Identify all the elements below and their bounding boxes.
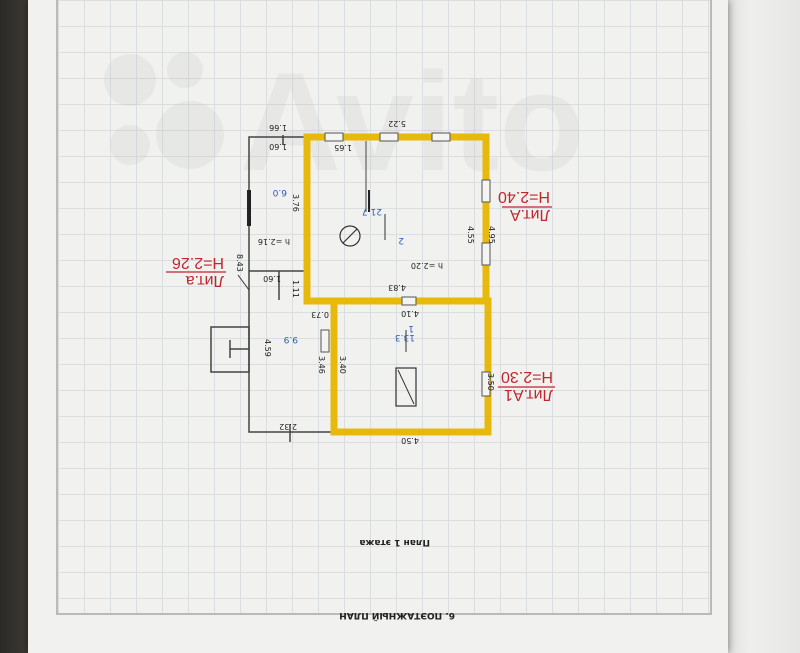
dim-1-66: 1.66 <box>269 123 287 132</box>
svg-text:Н=2.30: Н=2.30 <box>501 368 553 385</box>
bath-symbol <box>395 367 417 407</box>
dim-4-59: 4.59 <box>263 339 272 357</box>
room-a1-height: h =2.16 <box>258 237 290 246</box>
svg-text:Лит.А1: Лит.А1 <box>504 386 553 403</box>
stove-symbol <box>339 225 361 247</box>
dim-4-10: 4.10 <box>401 309 419 318</box>
lit-a-label: Лит.а Н=2.26 <box>166 254 226 289</box>
dim-1-60-mid: 1.60 <box>263 274 281 283</box>
dim-3-76: 3.76 <box>291 194 300 212</box>
paper-edge-right <box>716 0 800 653</box>
grid-background <box>56 0 712 615</box>
room-a2-area: 9.9 <box>283 334 298 344</box>
dim-1-60-top: 1.60 <box>269 142 287 151</box>
dim-4-55: 4.55 <box>466 226 475 244</box>
svg-text:Н=2.40: Н=2.40 <box>498 188 550 205</box>
dim-3-40: 3.40 <box>338 356 347 374</box>
dim-2-32: 2.32 <box>279 422 297 431</box>
dim-3-46: 3.46 <box>317 356 326 374</box>
svg-text:Лит.А: Лит.А <box>510 206 550 223</box>
lit-a-outline <box>210 135 334 442</box>
dim-1-11: 1.11 <box>291 280 300 298</box>
lit-A-label: Лит.А Н=2.40 <box>498 188 552 223</box>
lit-A1-label: Лит.А1 Н=2.30 <box>498 368 555 403</box>
dim-5-22: 5.22 <box>388 119 406 128</box>
room2-height: h =2.20 <box>411 261 443 270</box>
room2-number: 2 <box>398 235 404 245</box>
lit-A-walls <box>303 133 490 305</box>
windows <box>320 132 491 397</box>
room-fraction-lines <box>384 214 407 352</box>
dim-3-50: 3.50 <box>486 373 495 391</box>
dim-8-43: 8.43 <box>235 254 244 272</box>
room1-area: 13.3 <box>395 332 415 342</box>
lit-A1-walls <box>307 297 492 436</box>
plan-caption: План 1 этажа <box>359 537 430 547</box>
dim-0-73: 0.73 <box>311 310 329 319</box>
section-title: 6. ПОЭТАЖНЫЙ ПЛАН <box>339 610 455 622</box>
dimension-labels: 1.66 1.60 1.65 5.22 3.76 4.55 4.95 8.43 … <box>235 119 496 445</box>
svg-text:Лит.а: Лит.а <box>186 272 224 289</box>
svg-text:Н=2.26: Н=2.26 <box>172 254 224 271</box>
room2-area: 21.7 <box>362 206 382 216</box>
dim-4-83: 4.83 <box>388 283 406 292</box>
dim-4-95: 4.95 <box>487 226 496 244</box>
room1-number: 1 <box>408 323 414 333</box>
dim-1-65: 1.65 <box>334 143 352 152</box>
lit-a-leader-line <box>237 274 250 291</box>
room-a1-area: 6.0 <box>272 187 287 197</box>
dim-4-50: 4.50 <box>401 436 419 445</box>
